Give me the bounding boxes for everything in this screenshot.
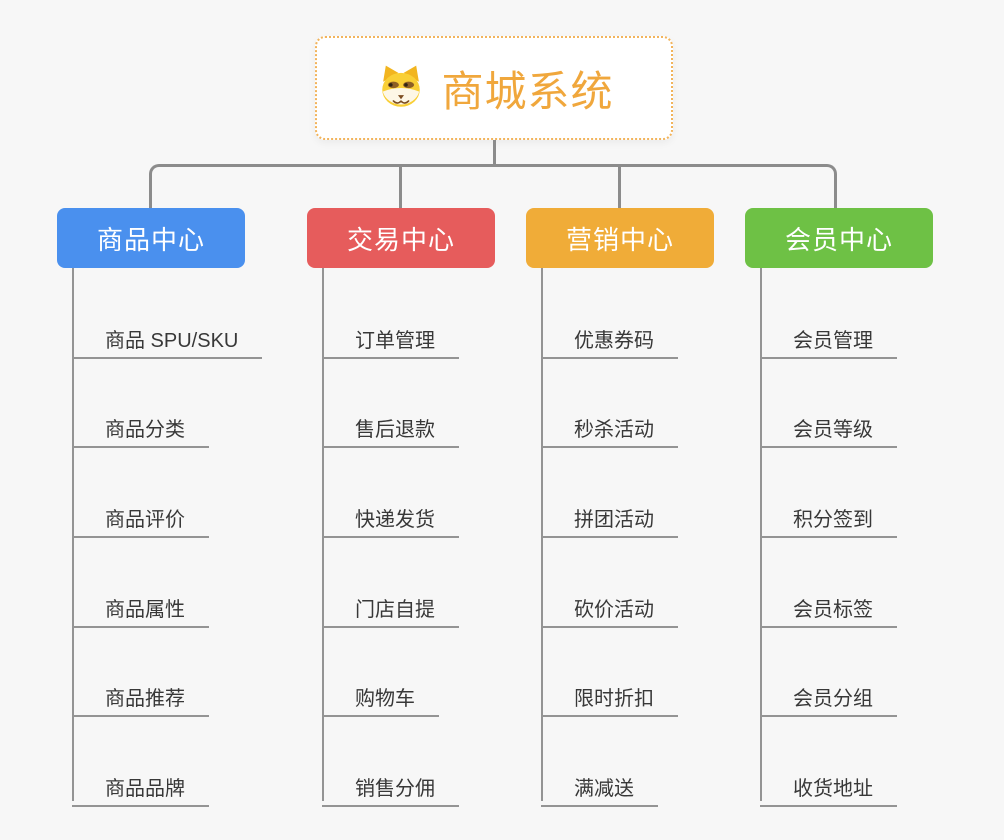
- leaf-node[interactable]: 会员标签: [760, 578, 897, 628]
- branch-node-marketing[interactable]: 营销中心: [526, 208, 714, 268]
- leaf-node[interactable]: 商品评价: [72, 488, 209, 538]
- branch-node-products[interactable]: 商品中心: [57, 208, 245, 268]
- connector-vline: [72, 268, 74, 801]
- branch-label: 交易中心: [346, 224, 455, 255]
- leaf-node[interactable]: 优惠券码: [541, 309, 678, 359]
- leaf-node[interactable]: 商品品牌: [72, 757, 209, 807]
- leaf-node[interactable]: 商品推荐: [72, 667, 209, 717]
- leaf-node[interactable]: 商品分类: [72, 398, 209, 448]
- connector-drop-branch2: [399, 164, 402, 208]
- leaf-node[interactable]: 秒杀活动: [541, 398, 678, 448]
- leaf-node[interactable]: 满减送: [541, 757, 658, 807]
- leaf-node[interactable]: 商品 SPU/SKU: [72, 309, 263, 359]
- leaf-node[interactable]: 快递发货: [322, 488, 459, 538]
- branch-node-members[interactable]: 会员中心: [745, 208, 933, 268]
- connector-root-stem: [493, 140, 496, 166]
- leaf-node[interactable]: 会员分组: [760, 667, 897, 717]
- leaf-node[interactable]: 砍价活动: [541, 578, 678, 628]
- leaf-node[interactable]: 拼团活动: [541, 488, 678, 538]
- leaf-node[interactable]: 会员等级: [760, 398, 897, 448]
- leaf-node[interactable]: 销售分佣: [322, 757, 459, 807]
- connector-vline: [760, 268, 762, 801]
- root-node[interactable]: 商城系统: [315, 36, 673, 140]
- leaf-node[interactable]: 售后退款: [322, 398, 459, 448]
- connector-vline: [541, 268, 543, 801]
- leaf-node[interactable]: 积分签到: [760, 488, 897, 538]
- branch-label: 商品中心: [96, 224, 205, 255]
- leaf-node[interactable]: 收货地址: [760, 757, 897, 807]
- leaf-node[interactable]: 商品属性: [72, 578, 209, 628]
- leaf-node[interactable]: 购物车: [322, 667, 439, 717]
- connector-drop-branch3: [618, 164, 621, 208]
- connector-vline: [322, 268, 324, 801]
- root-title: 商城系统: [441, 67, 614, 115]
- leaf-node[interactable]: 订单管理: [322, 309, 459, 359]
- leaf-node[interactable]: 会员管理: [760, 309, 897, 359]
- branch-label: 营销中心: [565, 224, 674, 255]
- dog-icon: [382, 65, 421, 107]
- branch-label: 会员中心: [784, 224, 893, 255]
- connector-bracket: [149, 164, 837, 208]
- leaf-node[interactable]: 门店自提: [322, 578, 459, 628]
- branch-node-trade[interactable]: 交易中心: [307, 208, 495, 268]
- leaf-node[interactable]: 限时折扣: [541, 667, 678, 717]
